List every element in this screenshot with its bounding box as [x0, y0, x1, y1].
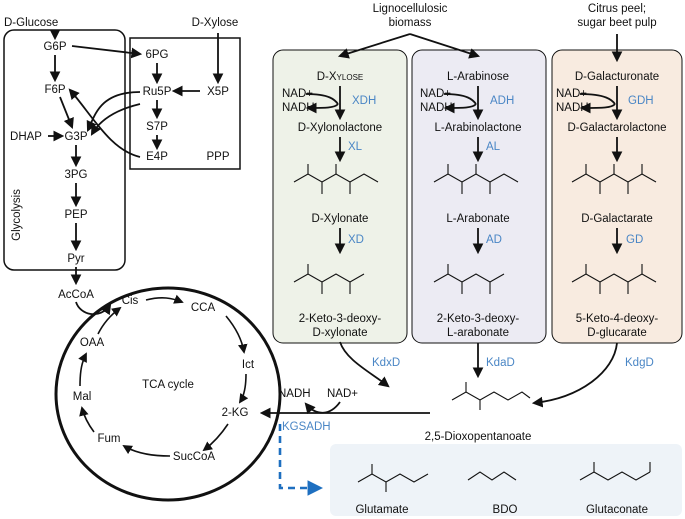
node-s7p: S7P: [146, 121, 168, 133]
node-f6p: F6P: [44, 84, 65, 96]
dashed-route-arrow: [278, 424, 324, 496]
kgsadh-nadh: NADH: [278, 388, 311, 400]
arabinose-substrate: L-Arabinose: [447, 71, 509, 83]
glucose-label: D-Glucose: [4, 17, 58, 29]
arabinolactone-label: L-Arabinolactone: [435, 122, 522, 134]
node-e4p: E4P: [146, 151, 168, 163]
galactarolactone-label: D-Galactarolactone: [567, 122, 666, 134]
node-3pg: 3PG: [64, 169, 87, 181]
gdh-enzyme-label: GDH: [628, 95, 654, 107]
kgsadh-enzyme-label: KGSADH: [282, 421, 331, 433]
node-accoa: AcCoA: [58, 289, 94, 301]
al-enzyme-label: AL: [486, 141, 501, 153]
kdx-product-line1: 2-Keto-3-deoxy-: [299, 313, 382, 325]
node-cis: Cis: [122, 295, 139, 307]
product-glutamate: Glutamate: [355, 504, 408, 516]
citrus-label-1: Citrus peel;: [588, 3, 646, 15]
galactarate-label: D-Galactarate: [581, 213, 653, 225]
ppp-label: PPP: [206, 151, 229, 163]
kda-product-line2: L-arabonate: [447, 327, 509, 339]
glycolysis-label: Glycolysis: [11, 189, 23, 241]
kgsadh-nad: NAD+: [327, 388, 358, 400]
lignocellulosic-label-1: Lignocellulosic: [373, 3, 448, 15]
tca-label: TCA cycle: [142, 379, 194, 391]
kdg-product-line2: D-glucarate: [587, 327, 646, 339]
node-ict: Ict: [242, 359, 255, 371]
xd-enzyme-label: XD: [348, 234, 364, 246]
product-bdo: BDO: [493, 504, 518, 516]
citrus-label-2: sugar beet pulp: [577, 17, 656, 29]
kdg-product-line1: 5-Keto-4-deoxy-: [576, 313, 659, 325]
dioxopentanoate-label: 2,5-Dioxopentanoate: [425, 431, 532, 443]
xylonate-label: D-Xylonate: [312, 213, 369, 225]
kdxd-enzyme-label: KdxD: [372, 357, 400, 369]
node-2kg: 2-KG: [222, 407, 249, 419]
arabonate-label: L-Arabonate: [446, 213, 509, 225]
adh-enzyme-label: ADH: [490, 95, 514, 107]
node-mal: Mal: [73, 391, 92, 403]
node-x5p: X5P: [207, 86, 229, 98]
node-dhap: DHAP: [10, 131, 42, 143]
galacturonate-nad: NAD+: [556, 88, 587, 100]
kdx-product-line2: D-xylonate: [313, 327, 368, 339]
gd-enzyme-label: GD: [626, 234, 643, 246]
node-g6p: G6P: [43, 41, 66, 53]
xl-enzyme-label: XL: [348, 141, 363, 153]
node-pyr: Pyr: [67, 253, 84, 265]
node-pep: PEP: [64, 209, 87, 221]
arabinose-nad: NAD+: [420, 88, 451, 100]
ad-enzyme-label: AD: [486, 234, 502, 246]
node-ru5p: Ru5P: [143, 86, 172, 98]
node-cca: CCA: [191, 302, 216, 314]
xdh-enzyme-label: XDH: [352, 95, 376, 107]
tca-cycle-ring: [54, 286, 282, 502]
lignocellulosic-label-2: biomass: [389, 17, 432, 29]
node-fum: Fum: [98, 433, 121, 445]
xylonolactone-label: D-Xylonolactone: [298, 122, 382, 134]
molecule-structures: [293, 164, 657, 492]
ppp-box: [129, 37, 241, 170]
node-oaa: OAA: [80, 337, 105, 349]
node-succoa: SucCoA: [173, 451, 216, 463]
kda-product-line1: 2-Keto-3-deoxy-: [437, 313, 520, 325]
kdad-enzyme-label: KdaD: [486, 357, 515, 369]
xylose-substrate: D-Xylose: [317, 71, 364, 83]
product-glutaconate: Glutaconate: [586, 504, 648, 516]
node-g3p: G3P: [64, 131, 87, 143]
xylose-nad: NAD+: [282, 88, 313, 100]
kdgd-enzyme-label: KdgD: [625, 357, 654, 369]
xylose-source-label: D-Xylose: [192, 17, 239, 29]
galacturonate-substrate: D-Galacturonate: [575, 71, 659, 83]
node-6pg: 6PG: [145, 49, 168, 61]
